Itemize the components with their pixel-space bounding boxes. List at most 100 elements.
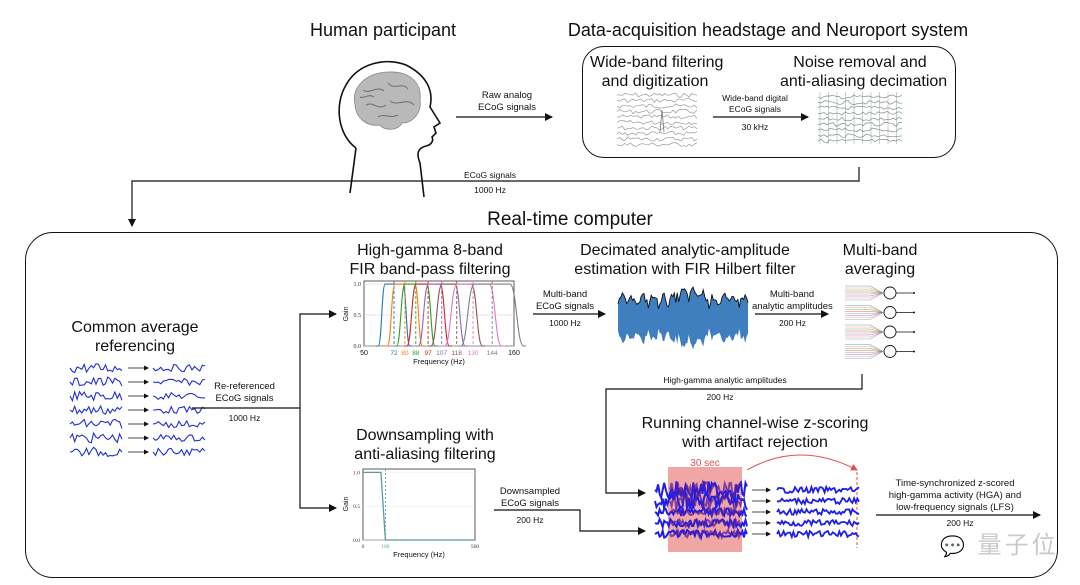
envelope-line	[617, 286, 749, 309]
noise-title-line2: anti-aliasing decimation	[780, 73, 948, 90]
y-tick-label: 0.0	[353, 538, 360, 544]
hga-arrow-label: High-gamma analytic amplitudes	[663, 375, 787, 385]
band-input-line	[845, 351, 884, 355]
band-curve	[375, 283, 413, 347]
bandpass-title: High-gamma 8-band FIR band-pass filterin…	[335, 241, 525, 279]
window-shift-arrow	[746, 454, 858, 471]
band-input-line	[845, 291, 884, 294]
watermark: 💬 量子位	[940, 525, 1059, 560]
y-tick-label: 1.0	[354, 282, 362, 288]
band-input-line	[845, 351, 884, 357]
zscored-trace	[776, 507, 860, 517]
hga-arrow	[605, 374, 863, 497]
downsampled-label: Downsampled ECoG signals	[490, 486, 570, 510]
x-axis-label: Frequency (Hz)	[413, 357, 465, 366]
hga-arrow-rate: 200 Hz	[706, 392, 734, 402]
wideband-trace	[616, 136, 698, 142]
raw-channel-trace	[69, 376, 123, 387]
band-input-line	[845, 328, 884, 333]
band-center-label: 88	[412, 350, 420, 357]
band-curve	[442, 283, 505, 347]
windowed-trace	[669, 490, 743, 511]
downsampled-line1: Downsampled	[499, 486, 561, 497]
y-tick-label: 0.5	[353, 504, 360, 510]
band-input-line	[845, 312, 884, 316]
downsample-title-line1: Downsampling with	[356, 427, 494, 444]
raw-signal-label-line1: Raw analog	[481, 90, 533, 101]
sum-node	[883, 325, 897, 339]
car-referenced-traces	[152, 363, 206, 457]
windowed-trace	[669, 527, 743, 541]
hilbert-envelope-plot	[617, 286, 749, 350]
band-input-line	[845, 331, 884, 340]
referenced-channel-trace	[152, 433, 206, 442]
raw-amplitude-trace	[654, 527, 748, 542]
band-input-line	[845, 351, 884, 353]
downsampled-line2: ECoG signals	[500, 498, 560, 509]
wideband-stage-title: Wide-band filtering and digitization	[590, 53, 723, 91]
band-input-line	[845, 326, 884, 333]
ecog-rate-label: 1000 Hz	[474, 185, 506, 195]
car-title-line1: Common average	[71, 319, 199, 336]
rtc-box	[25, 232, 1058, 578]
raw-channel-trace	[69, 446, 123, 458]
multiband-amp-line1: Multi-band	[769, 289, 815, 300]
zscore-title: Running channel-wise z-scoring with arti…	[640, 414, 870, 452]
output-label: Time-synchronized z-scored high-gamma ac…	[880, 478, 1030, 514]
car-title: Common average referencing	[60, 318, 210, 356]
output-label-line2: high-gamma activity (HGA) and	[888, 490, 1022, 501]
averaging-title: Multi-band averaging	[830, 241, 930, 279]
averaging-diagram	[845, 285, 915, 359]
wideband-trace	[617, 114, 698, 120]
band-input-line	[845, 331, 884, 334]
multiband-ecog-line1: Multi-band	[542, 289, 588, 300]
output-dot	[913, 331, 915, 333]
car-channel-arrows	[128, 365, 149, 455]
sum-node	[883, 306, 897, 319]
y-axis-label: Gain	[343, 497, 350, 512]
wideband-title-line2: and digitization	[601, 73, 709, 90]
raw-channel-trace	[69, 363, 123, 374]
referenced-channel-trace	[152, 447, 206, 457]
hilbert-title-line2: estimation with FIR Hilbert filter	[574, 261, 796, 278]
multiband-amp-rate: 200 Hz	[779, 318, 806, 328]
referenced-channel-trace	[152, 377, 206, 387]
raw-signal-label: Raw analog ECoG signals	[462, 90, 552, 114]
band-curve	[458, 283, 527, 347]
band-center-label: 72	[390, 350, 398, 357]
band-center-label: 80	[401, 350, 409, 357]
averaging-title-line2: averaging	[844, 261, 916, 278]
band-input-line	[845, 311, 884, 313]
filtered-trace	[817, 127, 903, 133]
band-input-line	[845, 312, 884, 318]
band-input-line	[845, 351, 884, 359]
referenced-channel-trace	[152, 363, 206, 373]
ecog-signal-label: ECoG signals	[464, 170, 516, 180]
wideband-digital-line2: ECoG signals	[729, 104, 781, 114]
band-input-line	[845, 292, 884, 301]
referenced-channel-trace	[152, 419, 206, 429]
acquisition-title: Data-acquisition headstage and Neuroport…	[567, 20, 969, 40]
band-input-line	[845, 330, 884, 333]
wideband-trace	[616, 98, 698, 104]
bandpass-title-line1: High-gamma 8-band	[357, 242, 503, 259]
x-tick-label: 160	[508, 350, 520, 357]
downsampled-rate: 200 Hz	[516, 515, 544, 525]
wideband-digital-label: Wide-band digital ECoG signals	[710, 93, 800, 115]
wideband-trace	[617, 92, 698, 98]
band-input-line	[845, 331, 884, 338]
raw-signal-label-line2: ECoG signals	[477, 102, 537, 113]
downsampled-arrow	[494, 509, 646, 535]
output-label-line3: low-frequency signals (LFS)	[896, 502, 1014, 513]
x-tick-label: 0	[362, 544, 365, 550]
window-label: 30 sec	[690, 458, 720, 469]
band-input-line	[845, 289, 884, 294]
band-input-line	[845, 312, 884, 320]
downsample-title: Downsampling with anti-aliasing filterin…	[340, 426, 510, 464]
windowed-trace	[670, 516, 743, 530]
windowed-trace	[669, 505, 743, 518]
output-dot	[913, 311, 915, 314]
filtered-trace	[817, 111, 903, 116]
